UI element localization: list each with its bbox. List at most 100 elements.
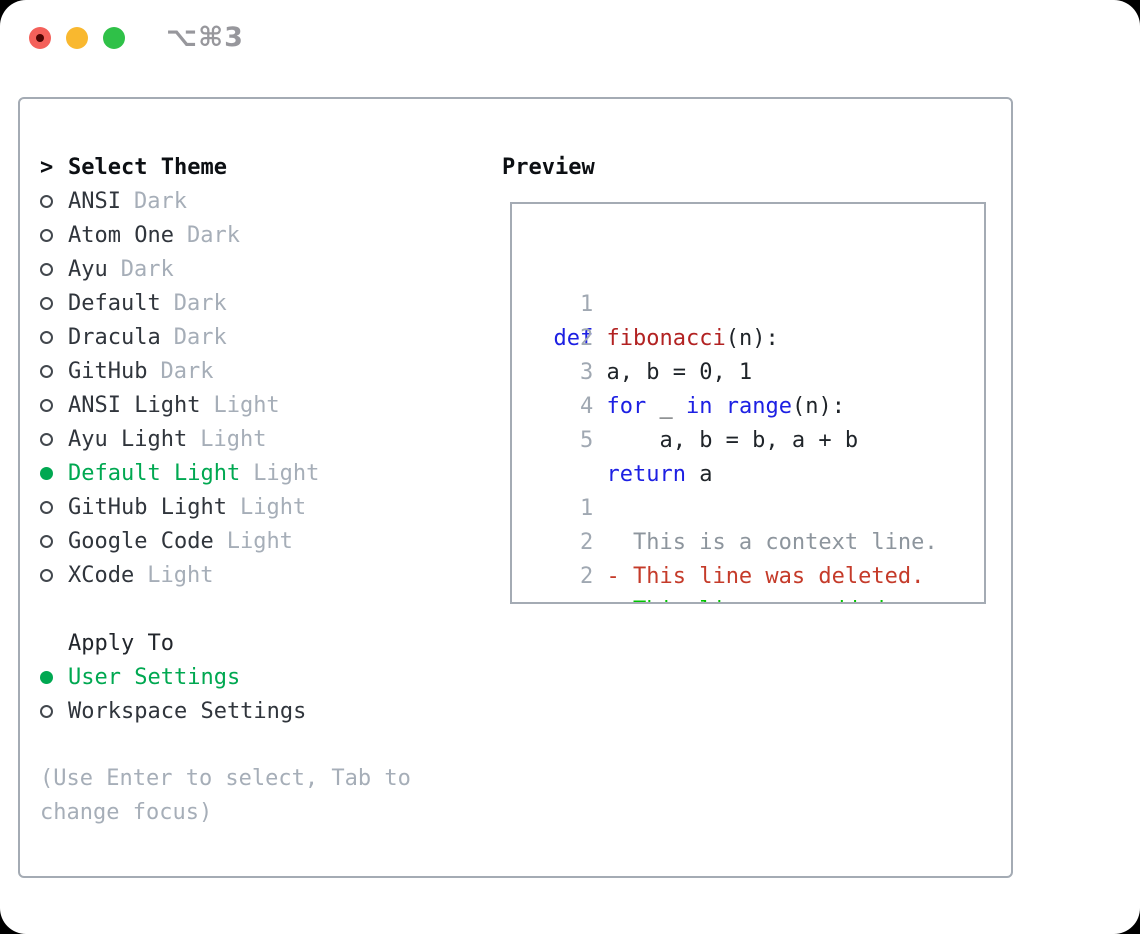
- marker-cell: [40, 466, 68, 480]
- select-theme-header-row: > Select Theme: [40, 150, 460, 184]
- theme-variant: Light: [239, 494, 307, 520]
- radio-icon: [40, 704, 53, 718]
- theme-option[interactable]: GitHub Dark: [40, 354, 460, 388]
- theme-variant: Light: [213, 392, 280, 418]
- theme-selector-column: > Select Theme ANSI Dark Atom One Dark A…: [40, 150, 460, 830]
- code-segment: (n):: [725, 326, 779, 351]
- theme-variant: Light: [253, 460, 320, 486]
- code-segment: a: [685, 462, 713, 487]
- code-segment: def: [553, 326, 594, 351]
- marker-cell: [40, 364, 68, 378]
- code-segment: a, b = 0, 1: [553, 360, 753, 385]
- code-segment: a, b = b, a + b: [553, 428, 859, 453]
- theme-name: GitHub Light: [68, 494, 227, 520]
- marker-cell: [40, 670, 68, 684]
- apply-to-header-row: Apply To: [40, 626, 460, 660]
- marker-cell: [40, 568, 68, 582]
- titlebar: ⌥⌘3: [0, 0, 1140, 76]
- marker-cell: [40, 228, 68, 242]
- radio-icon: [40, 228, 53, 242]
- theme-option[interactable]: XCode Light: [40, 558, 460, 592]
- line-number: 2: [579, 564, 594, 589]
- code-line: 2 + This line was added.: [527, 526, 984, 602]
- theme-name: Default Light: [68, 460, 241, 486]
- line-number: 2: [579, 326, 594, 351]
- line-number: 4: [579, 394, 594, 419]
- radio-icon: [40, 398, 53, 412]
- line-number: 1: [579, 292, 594, 317]
- theme-variant: Dark: [160, 358, 214, 384]
- code-line: 4 a, b = b, a + b: [527, 356, 984, 453]
- theme-variant: Dark: [173, 324, 227, 350]
- line-number: 2: [579, 530, 594, 555]
- theme-option[interactable]: Dracula Dark: [40, 320, 460, 354]
- marker-cell: [40, 194, 68, 208]
- minimize-button[interactable]: [66, 27, 88, 49]
- theme-variant: Dark: [186, 222, 240, 248]
- close-button[interactable]: [29, 27, 51, 49]
- apply-to-option[interactable]: User Settings: [40, 660, 460, 694]
- marker-cell: [40, 398, 68, 412]
- theme-option[interactable]: ANSI Light Light: [40, 388, 460, 422]
- line-number: 1: [579, 496, 594, 521]
- code-segment: + This line was added.: [606, 598, 897, 602]
- code-line: 1 def fibonacci(n):: [527, 254, 984, 351]
- theme-option[interactable]: Atom One Dark: [40, 218, 460, 252]
- radio-icon: [40, 364, 53, 378]
- apply-to-title: Apply To: [68, 630, 174, 656]
- code-segment: (n):: [791, 394, 845, 419]
- theme-option[interactable]: Ayu Dark: [40, 252, 460, 286]
- code-segment: return: [606, 462, 686, 487]
- radio-icon: [40, 194, 53, 208]
- select-theme-title: Select Theme: [68, 154, 227, 180]
- apply-to-label: User Settings: [68, 664, 241, 690]
- theme-option[interactable]: Default Light Light: [40, 456, 460, 490]
- code-segment: in: [685, 394, 713, 419]
- code-segment: [554, 598, 607, 602]
- maximize-button[interactable]: [103, 27, 125, 49]
- preview-title: Preview: [502, 154, 595, 180]
- code-segment: - This line was deleted.: [606, 564, 925, 589]
- theme-variant: Dark: [173, 290, 227, 316]
- theme-dialog-panel: > Select Theme ANSI Dark Atom One Dark A…: [18, 97, 1013, 878]
- theme-variant: Dark: [120, 256, 174, 282]
- theme-name: ANSI: [68, 188, 121, 214]
- code-segment: range: [725, 394, 792, 419]
- theme-option[interactable]: Default Dark: [40, 286, 460, 320]
- apply-to-option[interactable]: Workspace Settings: [40, 694, 460, 728]
- marker-cell: [40, 262, 68, 276]
- radio-icon: [40, 670, 53, 684]
- radio-icon: [40, 534, 53, 548]
- apply-to-list: User Settings Workspace Settings: [40, 660, 460, 728]
- close-dot-icon: [36, 34, 44, 42]
- radio-icon: [40, 330, 53, 344]
- theme-variant: Light: [226, 528, 293, 554]
- theme-name: Ayu: [68, 256, 108, 282]
- theme-option[interactable]: Google Code Light: [40, 524, 460, 558]
- marker-cell: [40, 330, 68, 344]
- theme-name: Dracula: [68, 324, 161, 350]
- code-segment: This is a context line.: [553, 530, 938, 555]
- theme-name: Google Code: [68, 528, 214, 554]
- spacer: [40, 592, 460, 626]
- theme-option[interactable]: Ayu Light Light: [40, 422, 460, 456]
- code-line: 5 return a: [527, 390, 984, 487]
- theme-option[interactable]: GitHub Light Light: [40, 490, 460, 524]
- apply-to-label: Workspace Settings: [68, 698, 307, 724]
- radio-icon: [40, 500, 53, 514]
- code-segment: _: [646, 394, 686, 419]
- theme-variant: Light: [147, 562, 214, 588]
- theme-option[interactable]: ANSI Dark: [40, 184, 460, 218]
- code-segment: for: [606, 394, 647, 419]
- theme-name: ANSI Light: [68, 392, 201, 418]
- preview-box: 1 def fibonacci(n): 2 a, b = 0, 1 3 for …: [510, 202, 986, 604]
- marker-cell: [40, 500, 68, 514]
- code-line: 3 for _ in range(n):: [527, 322, 984, 419]
- code-line: 2 a, b = 0, 1: [527, 288, 984, 385]
- code-line: 2 - This line was deleted.: [527, 492, 984, 589]
- prompt-icon: >: [40, 154, 54, 180]
- theme-name: Default: [68, 290, 161, 316]
- theme-name: GitHub: [68, 358, 148, 384]
- code-segment: fibonacci: [606, 326, 726, 351]
- code-segment: [712, 394, 725, 419]
